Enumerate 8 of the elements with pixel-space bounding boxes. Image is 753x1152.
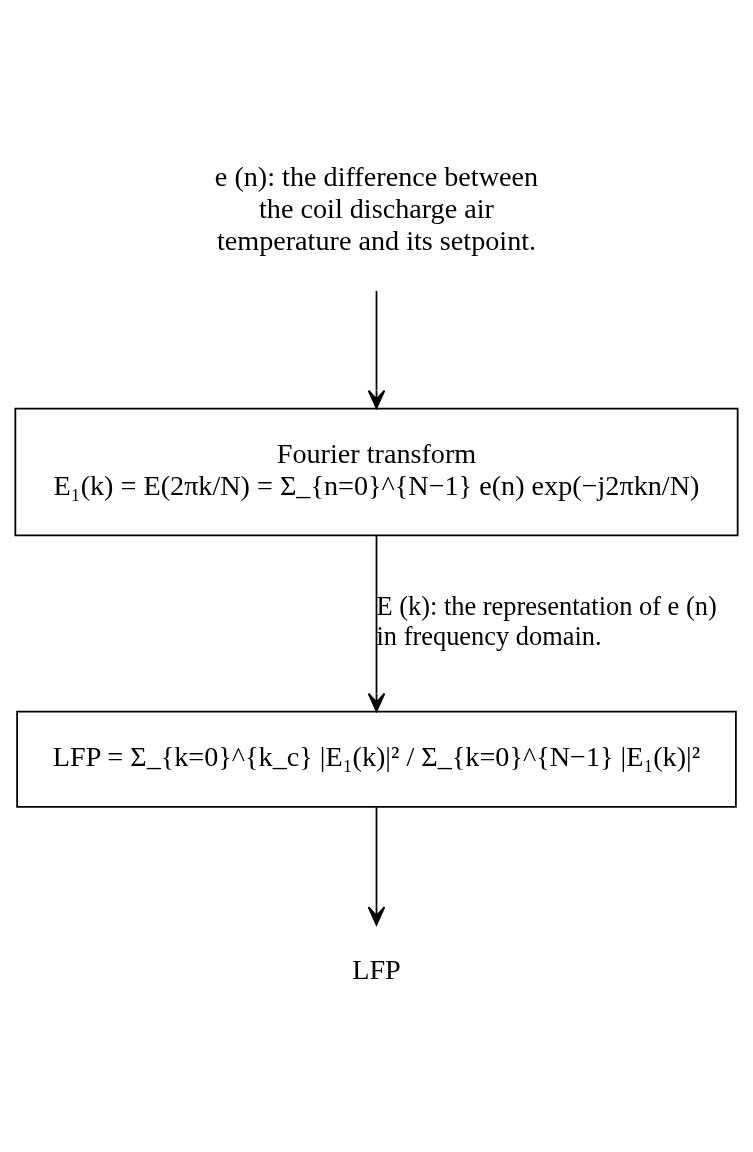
node-text: LFP	[352, 954, 401, 986]
node-text: e (n): the difference between the coil discharge air temperature and its setpoint.	[214, 161, 539, 256]
edge-label: E (k): the representation of e (n) in frequency domain.	[376, 590, 717, 651]
arrow	[367, 290, 386, 410]
arrow	[367, 535, 386, 713]
node-box: Fourier transform E₁(k) = E(2πk/N) = Σ_{n=0}^{N−1} e(n) exp(−j2πkn/N)	[14, 407, 739, 537]
arrow	[367, 806, 386, 926]
node-box: LFP = Σ_{k=0}^{k_c} |E₁(k)|² / Σ_{k=0}^{N−1} |E₁(k)|²	[16, 710, 737, 808]
